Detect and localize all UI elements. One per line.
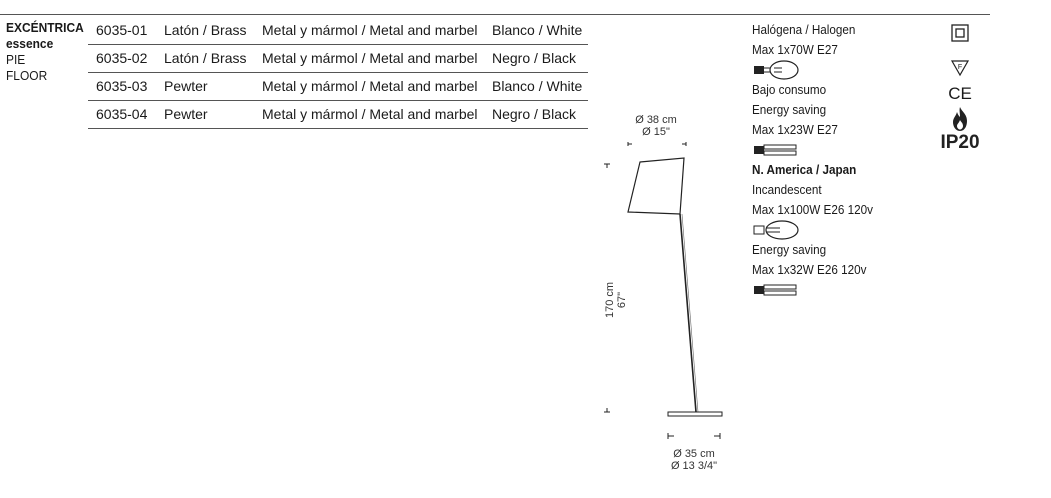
na-energy-saving-spec: Max 1x32W E26 120v (752, 262, 867, 277)
ref-cell: 6035-01 (88, 16, 156, 45)
table-row: 6035-04 Pewter Metal y mármol / Metal an… (88, 100, 588, 129)
table-row: 6035-02 Latón / Brass Metal y mármol / M… (88, 44, 588, 73)
color-cell: Negro / Black (484, 44, 588, 73)
color-cell: Blanco / White (484, 16, 588, 45)
product-line: essence (6, 36, 54, 51)
flame-icon (953, 107, 967, 131)
shade-diameter-label: Ø 38 cm Ø 15" (626, 114, 686, 138)
shade-diameter-cm: Ø 38 cm (635, 114, 677, 126)
na-incandescent-spec: Max 1x100W E26 120v (752, 202, 873, 217)
ref-cell: 6035-04 (88, 100, 156, 129)
lamp-drawing (604, 142, 723, 417)
svg-text:F: F (958, 64, 962, 71)
product-name: EXCÉNTRICA (6, 20, 84, 35)
low-energy-title-en: Energy saving (752, 102, 827, 117)
top-rule (0, 14, 990, 15)
base-diameter-in: Ø 13 3/4" (670, 460, 718, 472)
lamp-base (667, 411, 723, 417)
material-cell: Metal y mármol / Metal and marbel (254, 44, 484, 73)
lamp-shade (627, 157, 685, 215)
lamp-stem (679, 213, 697, 413)
height-cm: 170 cm (604, 281, 616, 319)
low-energy-title: Bajo consumo (752, 82, 827, 97)
shade-dimension-line (627, 142, 687, 146)
product-info: EXCÉNTRICA essence PIE FLOOR (6, 20, 84, 84)
finish-cell: Pewter (156, 72, 254, 101)
height-label: 170 cm 67" (604, 280, 628, 320)
ref-cell: 6035-02 (88, 44, 156, 73)
na-energy-saving: Energy saving (752, 242, 827, 257)
color-cell: Blanco / White (484, 72, 588, 101)
finish-cell: Pewter (156, 100, 254, 129)
height-in: 67" (616, 291, 628, 309)
halogen-spec: Max 1x70W E27 (752, 42, 838, 57)
f-mark-icon: F (950, 60, 970, 77)
finish-cell: Latón / Brass (156, 16, 254, 45)
height-dimension-ticks (604, 163, 610, 413)
halogen-bulb-icon (754, 60, 799, 80)
product-type-es: PIE (6, 52, 26, 67)
base-diameter-label: Ø 35 cm Ø 13 3/4" (664, 448, 724, 472)
halogen-title: Halógena / Halogen (752, 22, 856, 37)
ip-rating: IP20 (940, 132, 980, 153)
low-energy-spec: Max 1x23W E27 (752, 122, 838, 137)
energy-saving-bulb-icon (754, 284, 797, 296)
energy-saving-bulb-icon (754, 144, 797, 156)
material-cell: Metal y mármol / Metal and marbel (254, 16, 484, 45)
bulb-specs: Halógena / Halogen Max 1x70W E27 Bajo co… (752, 20, 932, 300)
product-type-en: FLOOR (6, 68, 48, 83)
color-cell: Negro / Black (484, 100, 588, 129)
ref-cell: 6035-03 (88, 72, 156, 101)
base-dimension-ticks (667, 433, 721, 439)
na-incandescent: Incandescent (752, 182, 822, 197)
shade-diameter-in: Ø 15" (642, 126, 670, 138)
base-diameter-cm: Ø 35 cm (673, 448, 715, 460)
ce-mark-icon: CE (948, 84, 972, 103)
table-row: 6035-03 Pewter Metal y mármol / Metal an… (88, 72, 588, 101)
certifications: F CE IP20 (930, 20, 990, 154)
na-japan-title: N. America / Japan (752, 162, 857, 177)
material-cell: Metal y mármol / Metal and marbel (254, 100, 484, 129)
variants-table: 6035-01 Latón / Brass Metal y mármol / M… (88, 16, 588, 129)
finish-cell: Latón / Brass (156, 44, 254, 73)
incandescent-bulb-icon (753, 220, 799, 240)
double-insulation-icon (951, 24, 969, 42)
table-row: 6035-01 Latón / Brass Metal y mármol / M… (88, 16, 588, 45)
material-cell: Metal y mármol / Metal and marbel (254, 72, 484, 101)
